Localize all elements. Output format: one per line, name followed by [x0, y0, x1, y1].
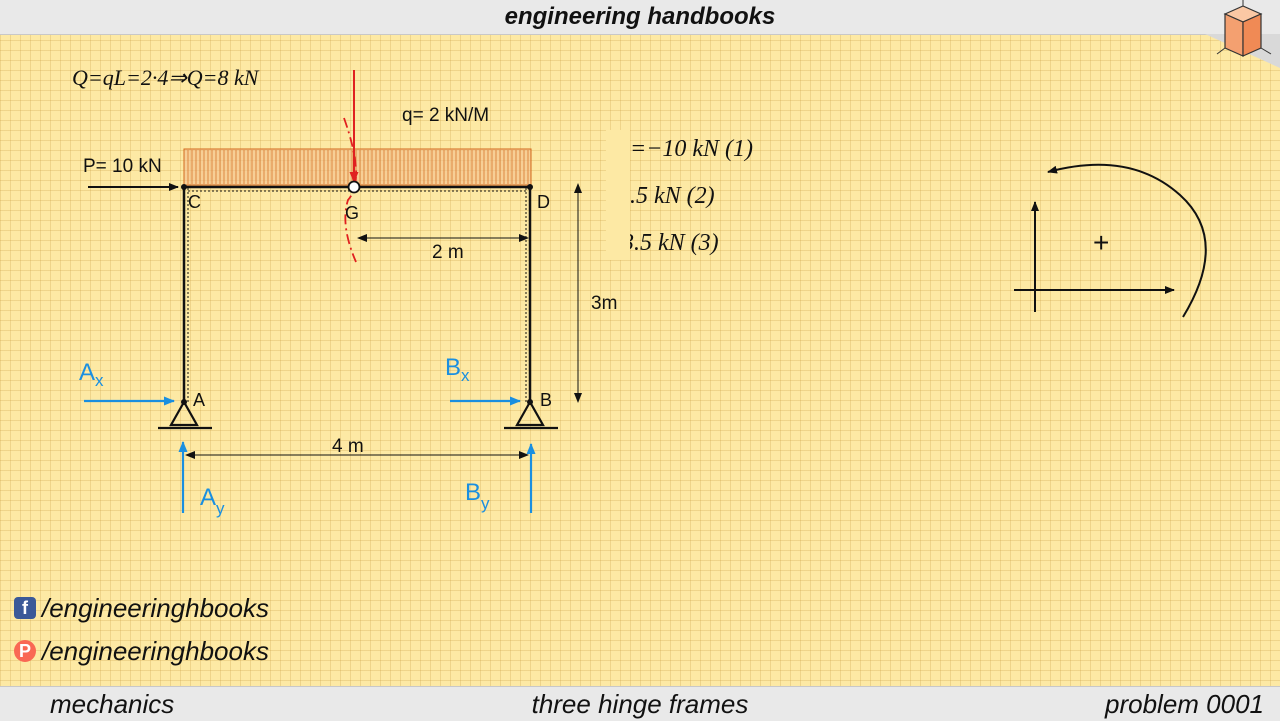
- patreon-icon: P: [14, 640, 36, 662]
- footer-topic: three hinge frames: [531, 689, 749, 719]
- header-bar: engineering handbooks: [0, 0, 1280, 35]
- section-cut-line: [343, 117, 357, 263]
- equation-3: 3.5 kN (3): [621, 230, 719, 256]
- node-d: [527, 184, 533, 190]
- facebook-icon: f: [14, 597, 36, 619]
- dim-g-d-label: 2 m: [432, 242, 464, 263]
- hinge-g: [347, 180, 361, 194]
- force-p-label: P= 10 kN: [83, 156, 162, 177]
- dim-height-label: 3m: [591, 293, 617, 314]
- footer-bar: mechanics three hinge frames problem 000…: [0, 686, 1280, 721]
- patreon-link[interactable]: P /engineeringhbooks: [14, 636, 269, 666]
- moment-direction-arrow: [1047, 163, 1207, 318]
- footer-subject: mechanics: [50, 689, 175, 719]
- label-g: G: [345, 203, 359, 223]
- equation-1: =−10 kN (1): [630, 136, 753, 162]
- reaction-ay-label: Ay: [200, 484, 225, 518]
- label-d: D: [537, 192, 550, 212]
- reaction-bx-label: Bx: [445, 354, 470, 385]
- pin-support-b: [515, 399, 545, 427]
- sign-plus: +: [1093, 227, 1109, 258]
- label-a: A: [193, 390, 205, 410]
- reaction-by-label: By: [465, 479, 490, 513]
- patreon-handle: /engineeringhbooks: [42, 635, 269, 666]
- dim-span-label: 4 m: [332, 436, 364, 457]
- cube-logo-icon: [1205, 0, 1280, 68]
- resultant-equation: Q=qL=2·4⇒Q=8 kN: [72, 65, 260, 90]
- pin-support-a: [169, 399, 199, 427]
- label-b: B: [540, 390, 552, 410]
- equation-mask: [606, 130, 630, 260]
- node-c: [181, 184, 187, 190]
- reaction-ax-label: Ax: [79, 359, 104, 390]
- label-c: C: [188, 192, 201, 212]
- equation-2: .5 kN (2): [630, 183, 715, 209]
- load-intensity-label: q= 2 kN/M: [402, 105, 489, 126]
- header-title: engineering handbooks: [504, 3, 776, 30]
- facebook-link[interactable]: f /engineeringhbooks: [14, 593, 269, 623]
- distributed-load-hatch: [187, 150, 529, 184]
- footer-problem-number: problem 0001: [1105, 689, 1264, 719]
- facebook-handle: /engineeringhbooks: [42, 592, 269, 623]
